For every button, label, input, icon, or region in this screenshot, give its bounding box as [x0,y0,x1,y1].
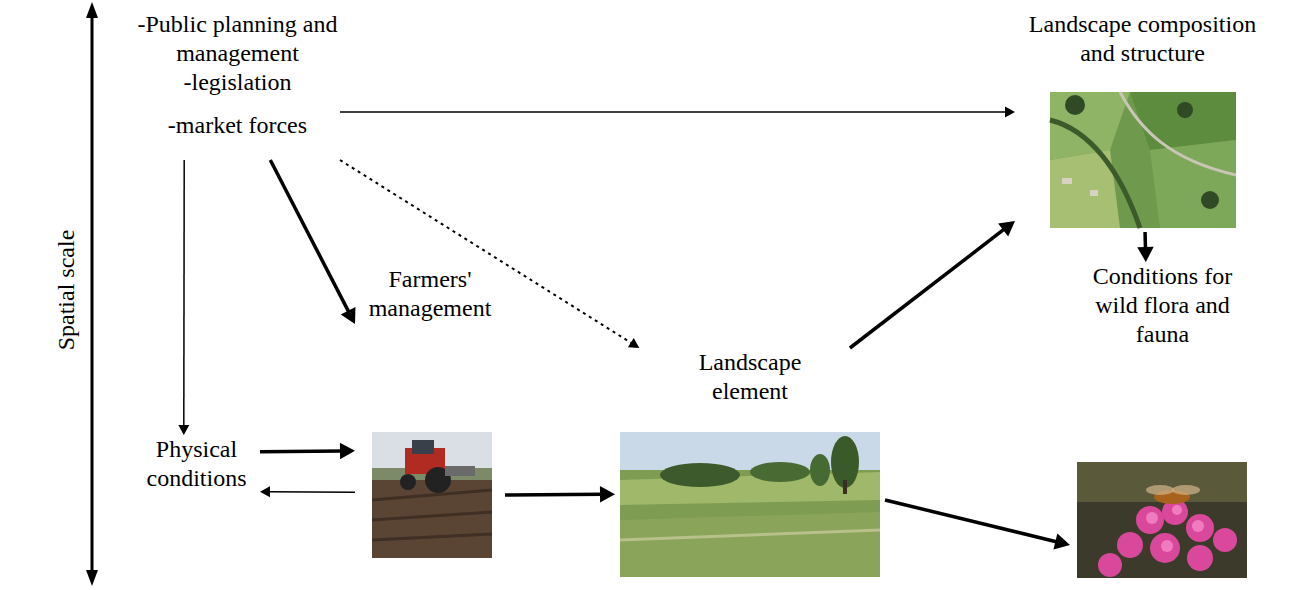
management-node: Farmers' management [355,265,505,560]
flow-arrow [885,500,1070,550]
physical-node: Physical conditions [133,435,260,505]
flow-arrow [850,221,1015,348]
landscape-element-node: Landscape element [615,348,885,580]
driver-list: -Public planning and management-legislat… [135,10,340,160]
flow-arrow [1137,232,1153,262]
flow-arrow [260,443,355,459]
flow-arrow [260,486,355,497]
node-label: Physical conditions [133,435,260,493]
scale-arrow [86,2,98,586]
node-label: Conditions for wild flora and fauna [1077,262,1249,349]
node-label: -market forces [135,111,340,140]
flow-arrow [505,486,615,502]
flow-arrow [178,160,189,435]
flower-photo [1077,462,1247,578]
node-label: Landscape element [683,348,818,406]
landscape-structure-node: Landscape composition and structure [1015,10,1270,232]
flow-arrow [270,160,355,324]
wildlife-node: Conditions for wild flora and fauna [1070,262,1255,580]
node-label: -Public planning and management [135,10,340,68]
axis-label: Spatial scale [52,230,80,351]
node-label: Landscape composition and structure [1015,10,1270,68]
node-label: Farmers' management [355,265,505,323]
aerial-photo [1050,92,1236,228]
flow-arrow [340,107,1015,118]
tractor-photo [372,432,492,558]
landscape-photo [620,432,880,577]
node-label: -legislation [135,68,340,97]
dotted-arrow [340,160,639,348]
